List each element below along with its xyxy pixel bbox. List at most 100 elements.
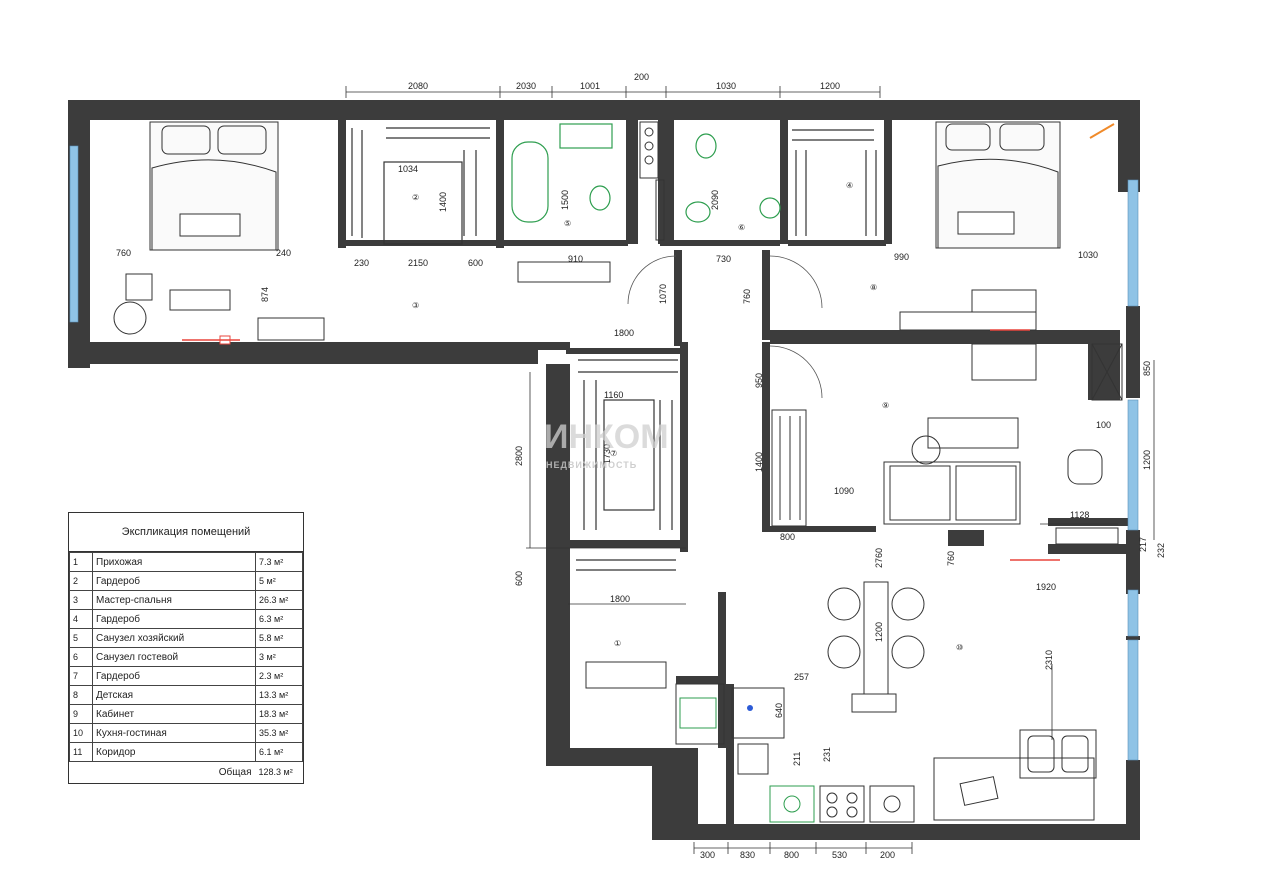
- legend-row-name: Детская: [92, 685, 256, 705]
- legend-row-area: 3 м²: [255, 647, 303, 667]
- child-bed: [935, 121, 1061, 249]
- room-marker-2: ②: [412, 193, 419, 202]
- legend-row-area: 6.3 м²: [255, 609, 303, 629]
- dim-910: 910: [568, 254, 583, 264]
- legend-row-area: 5.8 м²: [255, 628, 303, 648]
- room-marker-3: ③: [412, 301, 419, 310]
- dim-top-2: 2030: [516, 81, 536, 91]
- hall-label-box: [517, 261, 611, 283]
- dim-1090: 1090: [834, 486, 854, 496]
- dim-top-6: 1200: [820, 81, 840, 91]
- dim-1730: 1730: [602, 444, 612, 464]
- dim-2800: 2800: [514, 446, 524, 466]
- bedroom-right-labels: [899, 289, 1037, 381]
- dim-top-5: 1030: [716, 81, 736, 91]
- dim-240: 240: [276, 248, 291, 258]
- dim-230: 230: [354, 258, 369, 268]
- room-marker-6: ⑥: [738, 223, 745, 232]
- dim-874: 874: [260, 287, 270, 302]
- dim-1034: 1034: [398, 164, 418, 174]
- legend-total-spacer: [70, 762, 93, 783]
- dim-bottom-4: 530: [832, 850, 847, 860]
- walls: [68, 100, 1140, 840]
- dim-257: 257: [794, 672, 809, 682]
- wardrobe-hangers-a: [351, 127, 490, 245]
- dim-217: 217: [1138, 537, 1148, 552]
- dim-2310: 2310: [1044, 650, 1054, 670]
- legend-row-area: 18.3 м²: [255, 704, 303, 724]
- dim-bottom-3: 800: [784, 850, 799, 860]
- legend-row-area: 5 м²: [255, 571, 303, 591]
- legend-row-area: 6.1 м²: [255, 742, 303, 762]
- dim-211: 211: [792, 752, 802, 766]
- dim-600a: 600: [468, 258, 483, 268]
- room-marker-4: ④: [846, 181, 853, 190]
- legend-row-name: Кабинет: [92, 704, 256, 724]
- legend-row-number: 5: [69, 628, 93, 648]
- room-marker-10: ⑩: [956, 643, 963, 652]
- room-markers: ① ② ③ ④ ⑤ ⑥ ⑦ ⑧ ⑨ ⑩: [412, 181, 963, 652]
- dim-600b: 600: [514, 571, 524, 586]
- dim-top-1: 2080: [408, 81, 428, 91]
- dim-950: 950: [754, 373, 764, 388]
- door-swings: [627, 255, 823, 399]
- dim-2150: 2150: [408, 258, 428, 268]
- bathroom-master-fixtures: [511, 123, 613, 223]
- dim-760b: 760: [742, 289, 752, 304]
- dim-2090: 2090: [710, 190, 720, 210]
- dim-640: 640: [774, 703, 784, 718]
- kitchen-units: [585, 661, 915, 823]
- legend-row-name: Гардероб: [92, 571, 256, 591]
- dim-730: 730: [716, 254, 731, 264]
- wardrobe-hangers-c: [576, 359, 678, 571]
- dim-1160: 1160: [604, 390, 623, 400]
- dim-1400b: 1400: [754, 452, 764, 472]
- legend-row-area: 26.3 м²: [255, 590, 303, 610]
- dim-1030: 1030: [1078, 250, 1098, 260]
- dim-bottom-2: 830: [740, 850, 755, 860]
- dim-1800: 1800: [614, 328, 634, 338]
- legend-row-name: Кухня-гостиная: [92, 723, 256, 743]
- legend-row-number: 4: [69, 609, 93, 629]
- legend-row-name: Санузел хозяйский: [92, 628, 256, 648]
- legend-row-number: 6: [69, 647, 93, 667]
- dim-760c: 760: [946, 551, 956, 566]
- dim-1128: 1128: [1070, 510, 1089, 520]
- dim-bottom-1: 300: [700, 850, 715, 860]
- legend-row-name: Коридор: [92, 742, 256, 762]
- legend-row-area: 7.3 м²: [255, 552, 303, 572]
- legend-row-number: 2: [69, 571, 93, 591]
- legend-row-name: Мастер-спальня: [92, 590, 256, 610]
- legend-row-name: Прихожая: [92, 552, 256, 572]
- dim-1200b: 1200: [874, 622, 884, 642]
- legend-row-area: 35.3 м²: [255, 723, 303, 743]
- legend-row-number: 9: [69, 704, 93, 724]
- legend-row-name: Гардероб: [92, 609, 256, 629]
- dimension-labels: 2080 2030 1001 200 1030 1200 300 830 800…: [116, 72, 1166, 860]
- room-marker-8: ⑧: [870, 283, 877, 292]
- dim-1800b: 1800: [610, 594, 630, 604]
- room-marker-7: ⑦: [610, 449, 617, 458]
- dim-760a: 760: [116, 248, 131, 258]
- dim-990: 990: [894, 252, 909, 262]
- dim-top-4: 200: [634, 72, 649, 82]
- room-marker-5: ⑤: [564, 219, 571, 228]
- room-marker-9: ⑨: [882, 401, 889, 410]
- legend-row-area: 2.3 м²: [255, 666, 303, 686]
- dim-800: 800: [780, 532, 795, 542]
- watermark-subtitle: НЕДВИЖИМОСТЬ: [546, 460, 637, 470]
- legend-row-number: 7: [69, 666, 93, 686]
- dim-bottom-5: 200: [880, 850, 895, 860]
- dimension-lines: [345, 86, 1155, 854]
- dim-1070: 1070: [658, 284, 668, 304]
- legend-row-number: 1: [69, 552, 93, 572]
- legend-row-number: 11: [69, 742, 93, 762]
